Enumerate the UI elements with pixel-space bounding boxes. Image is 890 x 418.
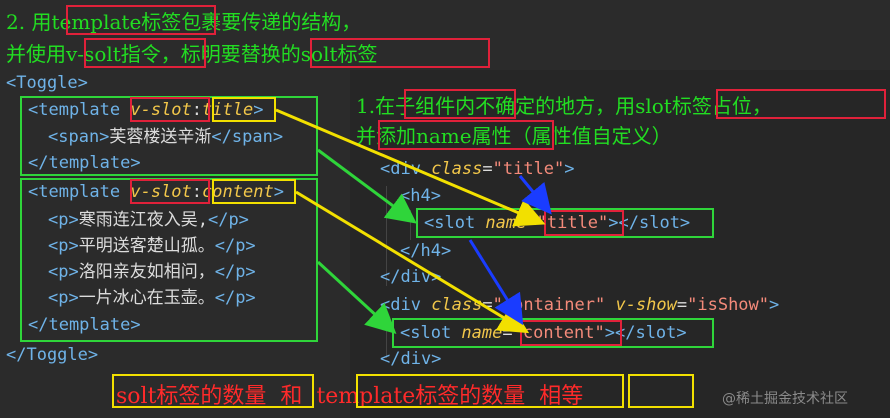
- code-slot-content: <slot name="content"></slot>: [400, 323, 687, 343]
- highlight-replace-solt: [310, 38, 490, 68]
- highlight-add-name: [378, 120, 554, 150]
- code-toggle-open: <Toggle>: [6, 73, 88, 93]
- highlight-slot-placeholder: [716, 89, 886, 119]
- code-template-title-open: <template v-slot:title>: [28, 100, 264, 120]
- code-toggle-close: </Toggle>: [6, 345, 99, 365]
- highlight-template-tag: [66, 5, 216, 35]
- code-span-line: <span>芙蓉楼送辛渐</span>: [48, 127, 284, 147]
- note-left-line2: 并使用v-solt指令，标明要替换的solt标签: [6, 42, 378, 66]
- indent-guide: [386, 318, 387, 358]
- note-left-line1: 2. 用template标签包裹要传递的结构，: [6, 10, 362, 34]
- highlight-v-slot-1: [130, 97, 210, 122]
- highlight-child-component: [404, 89, 516, 119]
- code-template-content-close: </template>: [28, 315, 141, 335]
- arrow-template-title: [317, 148, 417, 224]
- arrow-template-content: [316, 260, 397, 335]
- code-div-title-open: <div class="title">: [380, 159, 575, 179]
- arrow-title-slot: [275, 108, 546, 227]
- code-template-content-open: <template v-slot:content>: [28, 182, 284, 202]
- code-div-container-open: <div class="container" v-show="isShow">: [380, 295, 780, 315]
- arrow-title-class-link: [518, 175, 552, 215]
- code-p-line: <p>洛阳亲友如相问，</p>: [48, 262, 256, 282]
- note-right-line1: 1.在子组件内不确定的地方，用slot标签占位，: [356, 94, 772, 118]
- highlight-solt-count: [112, 374, 314, 408]
- highlight-equal: [628, 374, 694, 408]
- highlight-v-slot-2: [130, 179, 210, 204]
- highlight-template-count: [356, 374, 624, 408]
- bottom-note: solt标签的数量 和 template标签的数量 相等: [116, 384, 584, 409]
- watermark: @稀土掘金技术社区: [722, 391, 848, 407]
- code-slot-title: <slot name="title"></slot>: [424, 213, 691, 233]
- arrow-content-slot: [295, 190, 530, 334]
- code-p-line: <p>平明送客楚山孤。</p>: [48, 236, 256, 256]
- slot-title-block: [416, 208, 714, 238]
- note-right-line2: 并添加name属性（属性值自定义）: [356, 124, 672, 148]
- code-template-title-close: </template>: [28, 153, 141, 173]
- code-h4-close: </h4>: [400, 241, 452, 261]
- indent-guide: [410, 210, 411, 240]
- highlight-slot-name-title: [212, 97, 276, 122]
- child-component-panel: [350, 70, 890, 418]
- indent-guide: [386, 186, 387, 286]
- code-p-line: <p>寒雨连江夜入吴,</p>: [48, 210, 249, 230]
- code-p-line: <p>一片冰心在玉壶。</p>: [48, 288, 256, 308]
- highlight-v-solt-directive: [84, 38, 206, 68]
- arrow-container-class-link: [468, 239, 524, 326]
- code-div-container-close: </div>: [380, 349, 442, 369]
- highlight-slot-name-content: [212, 179, 296, 204]
